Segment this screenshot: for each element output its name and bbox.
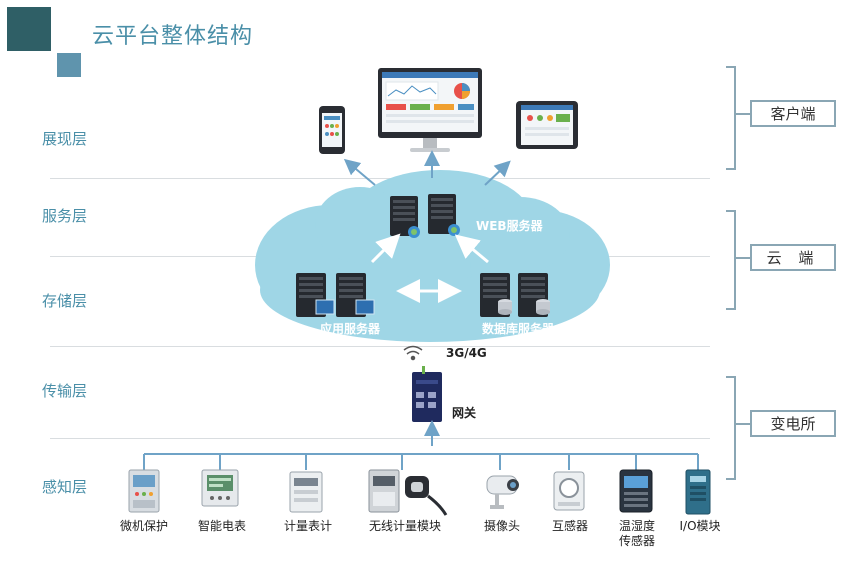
camera-icon: [486, 475, 519, 509]
brace-cloud: [726, 210, 736, 310]
group-label-substation: 变电所: [770, 415, 816, 433]
divider: [50, 438, 710, 439]
device-label-wireless-module: 无线计量模块: [368, 519, 441, 533]
device-label-sensor: 温湿度 传感器: [618, 519, 655, 548]
device-label-ct: 互感器: [551, 519, 588, 533]
device-label-io-module: I/O模块: [679, 519, 721, 533]
device-label-camera: 摄像头: [483, 519, 520, 533]
arrow-to-tablet: [484, 160, 511, 186]
layer-label-sensing: 感知层: [42, 478, 88, 496]
db-server-label: 数据库服务器: [482, 322, 555, 336]
wireless-meter-module-icon: [368, 469, 448, 516]
web-server-icon: [390, 194, 460, 238]
arrow-app-to-web: [370, 233, 401, 264]
device-label-relay: 微机保护: [119, 519, 168, 533]
brace-tick: [736, 423, 750, 425]
decor-square-dark: [7, 7, 51, 51]
arrow-db-to-web: [454, 234, 489, 264]
gateway-label: 网关: [452, 406, 477, 420]
layer-label-transport: 传输层: [42, 382, 88, 400]
smart-meter-icon: [201, 469, 239, 507]
app-server-icon: [296, 273, 375, 317]
divider: [50, 178, 710, 179]
gateway-icon: [412, 366, 442, 422]
layer-label-display: 展现层: [42, 130, 88, 148]
brace-tick: [736, 257, 750, 259]
group-box-client: 客户端: [750, 100, 836, 127]
layer-label-service: 服务层: [42, 207, 88, 225]
device-label-energy-meter: 计量表计: [283, 519, 332, 533]
group-box-substation: 变电所: [750, 410, 836, 437]
web-server-label: WEB服务器: [476, 219, 543, 233]
page-title: 云平台整体结构: [92, 24, 254, 49]
app-server-label: 应用服务器: [320, 322, 381, 336]
group-label-client: 客户端: [770, 105, 816, 123]
monitor-icon: [378, 68, 482, 152]
protection-relay-icon: [128, 469, 160, 513]
bus-drops: [143, 454, 699, 470]
brace-tick: [736, 113, 750, 115]
wifi-icon: [403, 345, 423, 361]
smartphone-icon: [319, 106, 345, 154]
network-label: 3G/4G: [446, 346, 487, 360]
decor-square-light: [57, 53, 81, 77]
temp-humidity-sensor-icon: [619, 469, 653, 513]
io-module-icon: [685, 469, 711, 515]
brace-substation: [726, 376, 736, 480]
current-transformer-icon: [553, 471, 585, 511]
db-server-icon: [480, 273, 550, 317]
arrow-to-phone: [343, 158, 376, 186]
group-label-cloud: 云 端: [766, 249, 820, 267]
divider: [50, 346, 710, 347]
layer-label-storage: 存储层: [42, 292, 88, 310]
energy-meter-icon: [289, 471, 323, 513]
brace-client: [726, 66, 736, 170]
group-box-cloud: 云 端: [750, 244, 836, 271]
tablet-icon: [516, 101, 578, 149]
device-label-smart-meter: 智能电表: [197, 519, 246, 533]
